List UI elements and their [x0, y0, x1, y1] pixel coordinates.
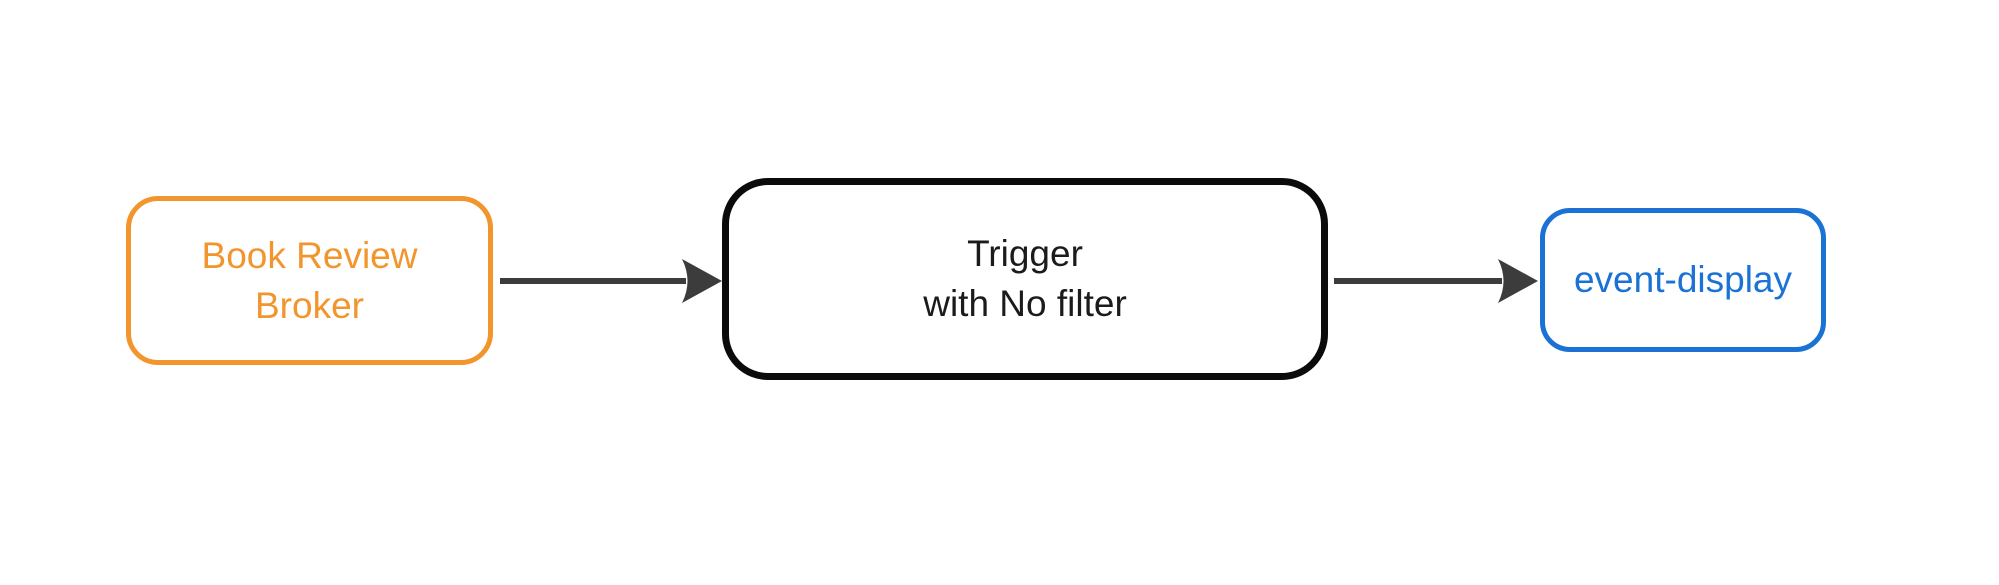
node-trigger-with-no-filter-label: Trigger with No filter — [923, 233, 1127, 324]
node-trigger-with-no-filter: Trigger with No filter — [722, 178, 1328, 380]
edge-broker-to-trigger — [500, 259, 722, 303]
node-book-review-broker-label: Book Review Broker — [201, 234, 418, 326]
arrowhead-icon — [682, 259, 722, 303]
arrowhead-icon — [1498, 259, 1538, 303]
node-event-display-label: event-display — [1573, 259, 1792, 301]
node-event-display: event-display — [1540, 208, 1826, 352]
node-book-review-broker: Book Review Broker — [126, 196, 493, 365]
edge-trigger-to-event-display — [1334, 259, 1538, 303]
